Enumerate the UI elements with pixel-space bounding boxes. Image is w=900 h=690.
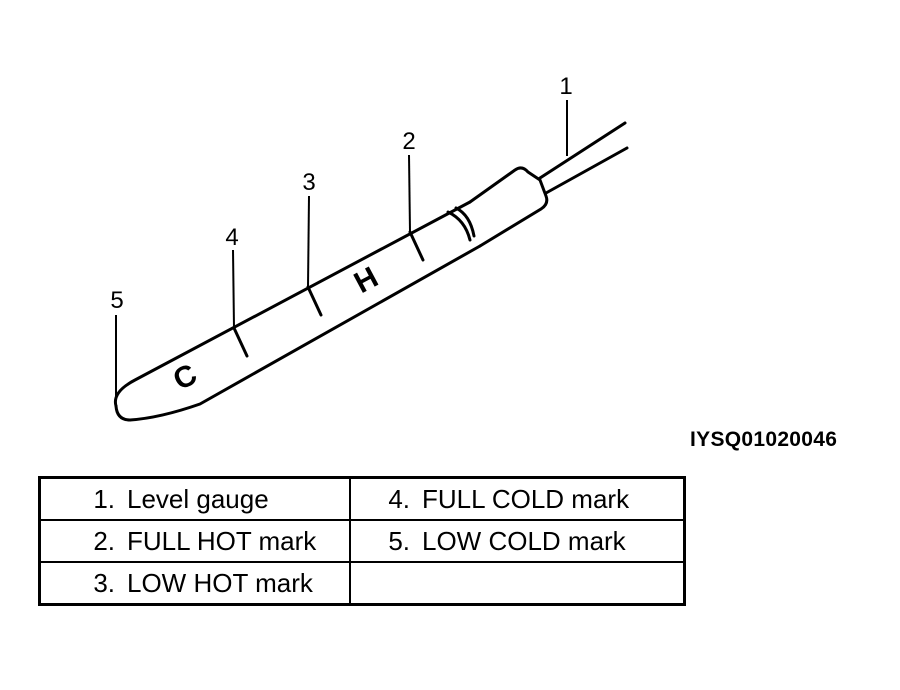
legend-row: 2. FULL HOT mark 5. LOW COLD mark [38,519,686,563]
legend-table: 1. Level gauge 4. FULL COLD mark 2. FULL HO… [38,476,686,606]
legend-row: 1. Level gauge 4. FULL COLD mark [38,476,686,521]
hot-scale-letter: H [349,261,384,300]
legend-cell: 2. FULL HOT mark [38,519,351,563]
gauge-stick-bottom-edge [128,244,482,422]
legend-number: 2. [93,525,115,556]
full-cold-mark [232,326,249,358]
gauge-rod-bottom-edge [544,146,629,195]
legend-label: LOW COLD mark [422,525,626,556]
callout-number-5: 5 [110,287,123,314]
callout-leader-2 [408,154,411,233]
legend-number: 1. [93,483,115,514]
legend-label: Level gauge [127,483,269,514]
callout-number-1: 1 [559,73,572,100]
callout-number-4: 4 [225,224,238,251]
legend-label: FULL HOT mark [127,525,317,556]
figure-code: IYSQ01020046 [690,428,838,451]
legend-label: FULL COLD mark [422,483,630,514]
legend-cell: 4. FULL COLD mark [349,476,686,521]
legend-cell-empty [349,561,686,606]
gauge-ferrule-ring-inner [454,206,476,238]
callout-number-3: 3 [302,169,315,196]
gauge-rod-top-edge [538,121,627,180]
legend-cell: 1. Level gauge [38,476,351,521]
legend-cell: 3. LOW HOT mark [38,561,351,606]
gauge-stick-tip [114,404,132,422]
gauge-ferrule [468,166,549,248]
legend-row: 3. LOW HOT mark [38,561,686,606]
level-gauge-diagram: C H 1 2 3 4 5 [110,73,629,422]
full-hot-mark [408,230,425,262]
cold-scale-letter: C [168,358,203,397]
legend-cell: 5. LOW COLD mark [349,519,686,563]
legend-number: 4. [388,483,410,514]
legend-number: 5. [388,525,410,556]
callout-leader-4 [232,249,235,329]
callout-number-2: 2 [402,128,415,155]
low-hot-mark [306,285,323,317]
legend-number: 3. [93,567,115,598]
legend-label: LOW HOT mark [127,567,313,598]
callout-leader-3 [307,195,310,288]
gauge-stick-top-edge [113,200,472,408]
